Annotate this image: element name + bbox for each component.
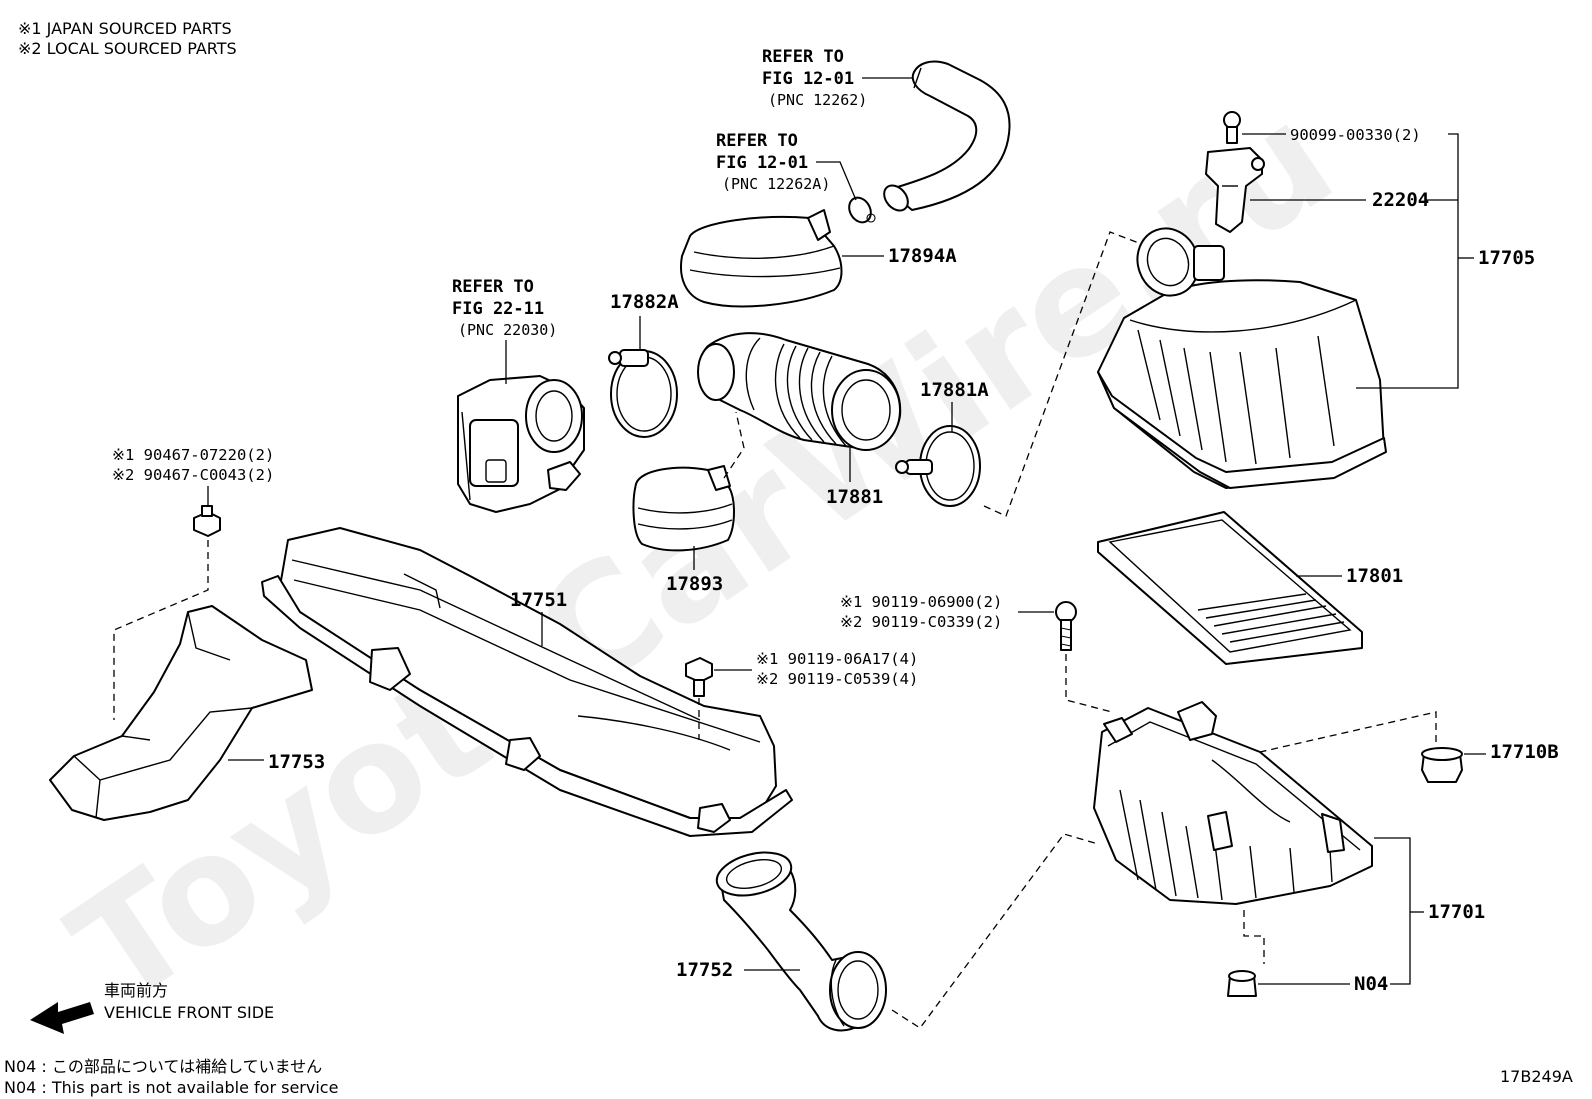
- label-17710B: 17710B: [1490, 741, 1559, 763]
- vehicle-front-en: VEHICLE FRONT SIDE: [104, 1003, 274, 1022]
- label-17881A: 17881A: [920, 379, 989, 401]
- label-90099-00330: 90099-00330(2): [1290, 126, 1421, 144]
- note-japan-sourced: ※1 JAPAN SOURCED PARTS: [18, 19, 232, 38]
- bolt-90099-00330: [1223, 111, 1241, 144]
- footer-note-jp: N04 : この部品については補給していません: [4, 1057, 322, 1076]
- ref3-line2: FIG 22-11: [452, 299, 544, 319]
- footer-note-en: N04 : This part is not available for ser…: [4, 1078, 338, 1097]
- label-90119-06A17: ※1 90119-06A17(4): [756, 650, 918, 668]
- label-22204: 22204: [1372, 189, 1429, 211]
- label-90467-C0043: ※2 90467-C0043(2): [112, 466, 274, 484]
- label-90119-C0539: ※2 90119-C0539(4): [756, 670, 918, 688]
- mass-air-flow-sensor-22204: [1205, 147, 1265, 233]
- label-17801: 17801: [1346, 565, 1403, 587]
- label-17893: 17893: [666, 573, 723, 595]
- label-17881: 17881: [826, 486, 883, 508]
- connector-hose-17752: [715, 851, 887, 1032]
- hose-12262: [883, 60, 1011, 212]
- label-17882A: 17882A: [610, 291, 679, 313]
- label-17705: 17705: [1478, 247, 1535, 269]
- air-inlet-17751: [261, 527, 793, 837]
- ref2-line1: REFER TO: [716, 131, 798, 151]
- ref1-line1: REFER TO: [762, 47, 844, 67]
- ref2-line2: FIG 12-01: [716, 153, 808, 173]
- clip-12262A: [848, 196, 876, 224]
- ref3-pnc: (PNC 22030): [458, 321, 557, 339]
- bolt-90119-06900: [1055, 601, 1077, 651]
- label-17752: 17752: [676, 959, 733, 981]
- label-17753: 17753: [268, 751, 325, 773]
- grommet-17710B: [1421, 747, 1463, 783]
- clamp-17881A: [895, 425, 981, 507]
- grommet-N04: [1227, 970, 1257, 997]
- air-cleaner-case-17701: [1093, 701, 1373, 905]
- ref1-line2: FIG 12-01: [762, 69, 854, 89]
- air-intake-duct-17753: [49, 605, 313, 821]
- ref2-pnc: (PNC 12262A): [722, 175, 830, 193]
- clamp-17882A: [608, 349, 678, 438]
- ref1-pnc: (PNC 12262): [768, 91, 867, 109]
- air-hose-17881: [697, 332, 902, 451]
- label-N04: N04: [1354, 973, 1388, 995]
- air-cleaner-cap-17705: [1097, 227, 1387, 489]
- label-90119-C0339: ※2 90119-C0339(2): [840, 613, 1002, 631]
- label-17894A: 17894A: [888, 245, 957, 267]
- vehicle-front-jp: 車両前方: [104, 981, 168, 1000]
- note-local-sourced: ※2 LOCAL SOURCED PARTS: [18, 39, 237, 58]
- bolt-90119-06A17: [685, 657, 713, 697]
- figure-code: 17B249A: [1500, 1067, 1573, 1086]
- resonator-17894A: [680, 209, 843, 308]
- resonator-17893: [632, 465, 735, 552]
- label-17701: 17701: [1428, 901, 1485, 923]
- air-filter-element-17801: [1097, 511, 1363, 665]
- vehicle-front-arrow-icon: [30, 1002, 94, 1034]
- label-17751: 17751: [510, 589, 567, 611]
- label-90119-06900: ※1 90119-06900(2): [840, 593, 1002, 611]
- throttle-body-22030: [457, 375, 585, 513]
- bolt-90467-07220: [193, 505, 221, 537]
- ref3-line1: REFER TO: [452, 277, 534, 297]
- label-90467-07220: ※1 90467-07220(2): [112, 446, 274, 464]
